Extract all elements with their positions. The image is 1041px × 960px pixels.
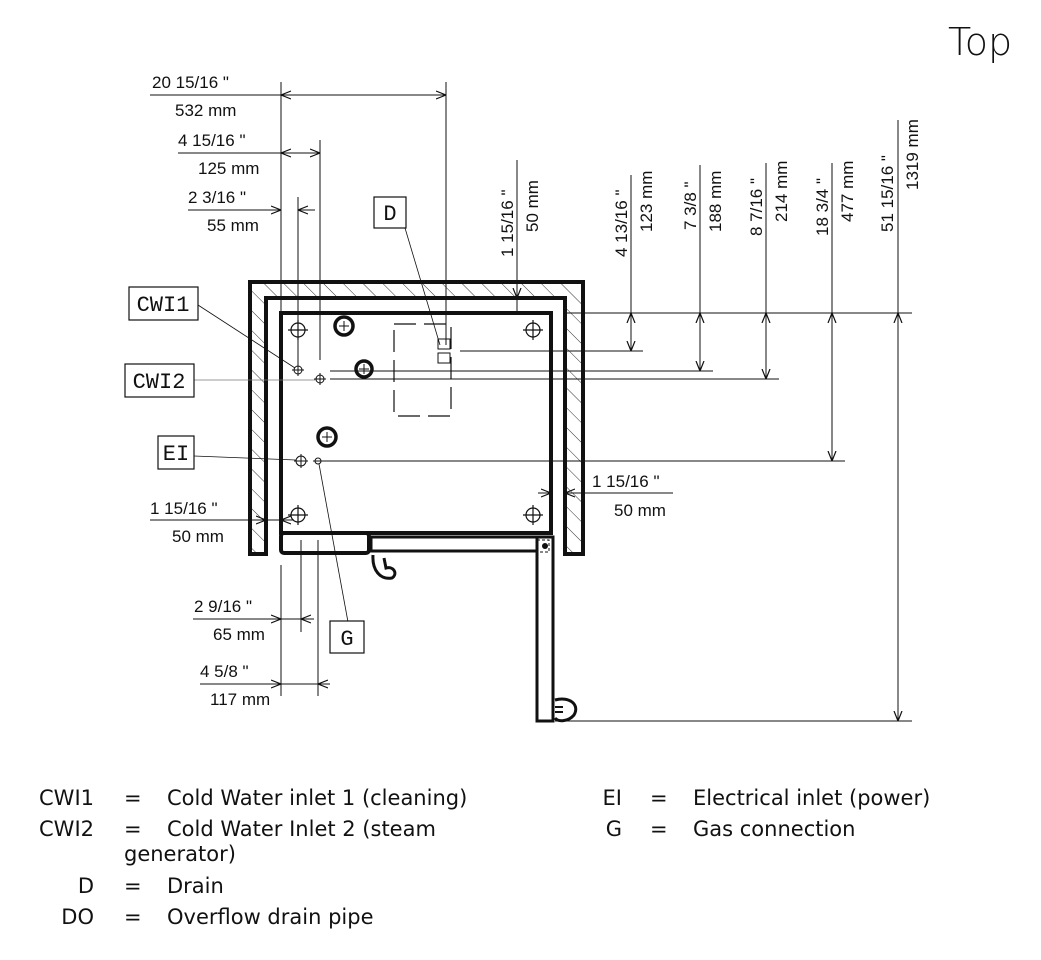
legend-eq: = [124, 905, 142, 929]
dim-imperial: 8 7/16 " [747, 178, 766, 236]
dim-total-depth: 51 15/16 " 1319 mm [878, 119, 922, 232]
dim-imperial: 7 3/8 " [681, 181, 700, 230]
tag-d-label: D [383, 202, 396, 227]
dim-metric: 50 mm [172, 527, 224, 546]
dim-drain-depth: 4 13/16 " 123 mm [612, 171, 656, 257]
dim-metric: 65 mm [213, 625, 265, 644]
dim-imperial: 1 15/16 " [498, 190, 517, 257]
pipe-icon [316, 426, 338, 448]
dim-right-wall-gap: 1 15/16 " 50 mm [592, 472, 666, 520]
dim-metric: 50 mm [614, 501, 666, 520]
g-point-icon [313, 457, 323, 465]
dim-cwi2-offset: 4 15/16 " 125 mm [178, 131, 259, 178]
pipe-icon [333, 315, 355, 337]
legend-eq: = [124, 786, 142, 810]
foot-icon [288, 505, 308, 525]
legend-eq: = [124, 874, 142, 898]
dim-cwi1-depth: 7 3/8 " 188 mm [681, 171, 725, 232]
legend-code: CWI2 [39, 817, 94, 841]
dim-imperial: 51 15/16 " [878, 155, 897, 232]
dimension-lines [150, 82, 912, 722]
legend-code: DO [61, 905, 94, 929]
legend-left: CWI1 = Cold Water inlet 1 (cleaning) CWI… [0, 786, 560, 936]
dim-imperial: 1 15/16 " [592, 472, 659, 491]
legend-eq: = [650, 786, 668, 810]
legend-desc: Overflow drain pipe [167, 905, 374, 929]
legend-code: CWI1 [39, 786, 94, 810]
cwi1-point-icon [292, 364, 304, 376]
door-handle-icon [553, 697, 578, 723]
dim-g-offset: 4 5/8 " 117 mm [200, 662, 270, 709]
wall-niche [248, 280, 585, 556]
legend-desc: Cold Water inlet 1 (cleaning) [167, 786, 468, 810]
door-handle-icon [371, 554, 397, 580]
leader-lines [193, 227, 441, 623]
dim-imperial: 1 15/16 " [150, 499, 217, 518]
tag-cwi1-label: CWI1 [137, 293, 190, 318]
foot-icon [523, 320, 543, 340]
legend-code: G [605, 817, 622, 841]
tag-d: D [373, 196, 407, 229]
legend-desc: Gas connection [693, 817, 856, 841]
dim-left-wall-gap: 1 15/16 " 50 mm [150, 499, 224, 546]
dim-metric: 123 mm [637, 171, 656, 232]
tag-g: G [329, 620, 365, 654]
tag-g-label: G [340, 627, 353, 652]
dim-metric: 50 mm [523, 180, 542, 232]
legend-eq: = [124, 817, 142, 841]
dim-ei-offset: 2 9/16 " 65 mm [194, 597, 265, 644]
legend-desc: Drain [167, 874, 224, 898]
pipe-icon [354, 359, 374, 379]
dim-cwi1-offset: 2 3/16 " 55 mm [188, 188, 259, 235]
dim-metric: 214 mm [772, 161, 791, 222]
tag-ei: EI [157, 435, 195, 470]
dim-imperial: 2 9/16 " [194, 597, 252, 616]
dim-imperial: 4 15/16 " [178, 131, 245, 150]
dim-top-gap: 1 15/16 " 50 mm [498, 180, 542, 257]
door-open [369, 535, 578, 723]
dim-metric: 532 mm [175, 101, 236, 120]
dim-imperial: 4 5/8 " [200, 662, 249, 681]
drain-icon [437, 338, 451, 364]
ei-point-icon [294, 454, 308, 468]
tag-ei-label: EI [163, 442, 189, 467]
dim-metric: 477 mm [838, 161, 857, 222]
view-title: Top [948, 20, 1013, 64]
dim-metric: 1319 mm [903, 119, 922, 190]
legend-code: D [77, 874, 94, 898]
dim-imperial: 20 15/16 " [152, 73, 229, 92]
drain-area [393, 323, 452, 417]
dim-imperial: 4 13/16 " [612, 190, 631, 257]
dim-imperial: 18 3/4 " [813, 178, 832, 236]
appliance-outline [279, 311, 553, 555]
dim-metric: 188 mm [706, 171, 725, 232]
legend-desc: Cold Water Inlet 2 (steam [167, 817, 436, 841]
tag-cwi1: CWI1 [128, 286, 199, 321]
dim-imperial: 2 3/16 " [188, 188, 246, 207]
dim-cwi2-depth: 8 7/16 " 214 mm [747, 161, 791, 236]
dim-metric: 55 mm [207, 216, 259, 235]
legend-eq: = [650, 817, 668, 841]
dim-metric: 125 mm [198, 159, 259, 178]
pipe-markers [316, 315, 374, 448]
dim-width-total: 20 15/16 " 532 mm [152, 73, 236, 120]
foot-icon [523, 505, 543, 525]
legend-desc: Electrical inlet (power) [693, 786, 931, 810]
legend-desc: generator) [124, 842, 236, 866]
dim-metric: 117 mm [210, 690, 270, 709]
tag-cwi2: CWI2 [124, 363, 195, 398]
cwi2-point-icon [314, 373, 326, 385]
legend-right: EI = Electrical inlet (power) G = Gas co… [560, 786, 1040, 856]
legend-code: EI [602, 786, 622, 810]
dim-ei-depth: 18 3/4 " 477 mm [813, 161, 857, 236]
tag-cwi2-label: CWI2 [133, 370, 186, 395]
